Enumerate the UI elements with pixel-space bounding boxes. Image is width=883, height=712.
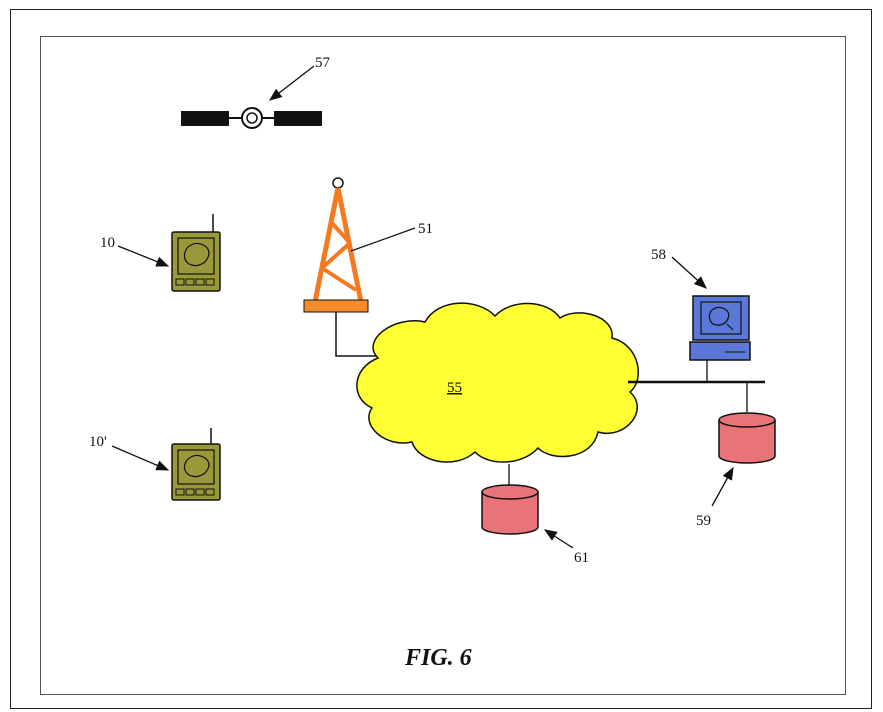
label-db-server: 59 [696,513,711,529]
device-a-leader [117,245,170,267]
db-server-leader [711,466,734,507]
db-server-icon [718,412,776,464]
satellite-leader [268,65,315,101]
device-b-leader [111,445,170,471]
computer-leader [671,256,707,289]
computer-icon [689,295,751,361]
tower-icon [303,177,390,357]
label-computer: 58 [651,247,666,263]
figure-frame [40,36,846,695]
network-cloud [356,302,639,463]
label-device-b: 10' [89,434,107,450]
label-db-network: 61 [574,550,589,566]
label-satellite: 57 [315,55,331,71]
db-network-leader [543,529,574,549]
figure-caption: FIG. 6 [404,645,472,671]
label-tower: 51 [418,221,433,237]
db-network-icon [481,484,539,535]
device-b-icon [171,428,221,501]
tower-leader [350,227,416,252]
label-network: 55 [447,380,462,396]
device-a-icon [171,214,221,292]
satellite-icon [181,107,322,129]
label-device-a: 10 [100,235,115,251]
outer-frame [10,9,872,709]
